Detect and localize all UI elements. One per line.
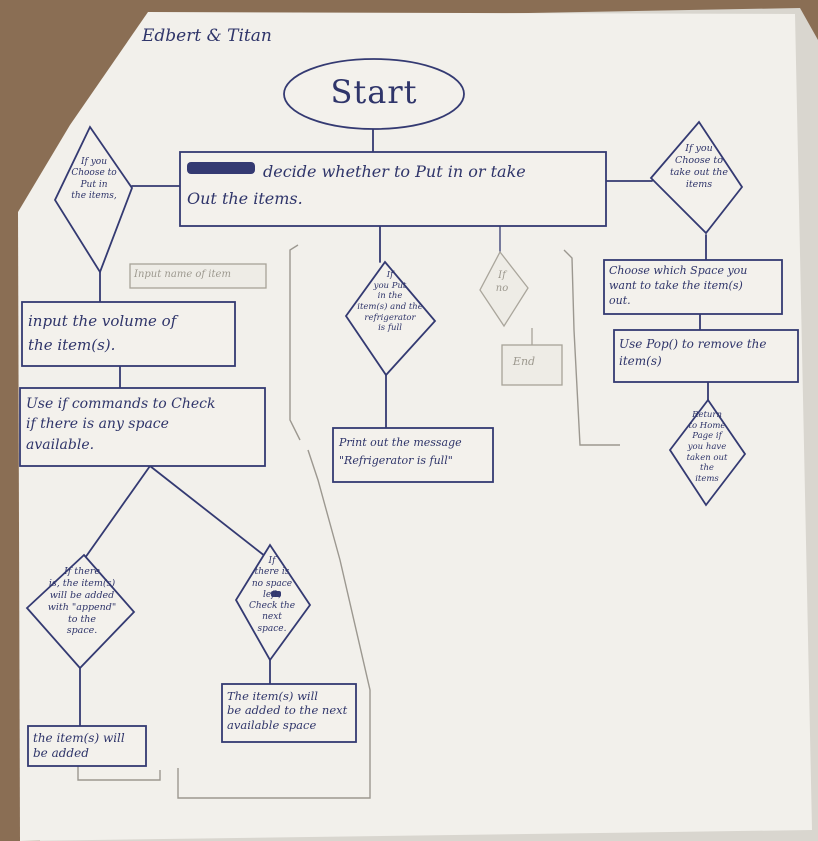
end-box [501, 344, 563, 386]
start-oval [283, 58, 465, 130]
if-no-space-label: If there is no space left, Check the nex… [248, 556, 296, 634]
if-no-space-diamond [234, 543, 312, 662]
full-diamond-label: If you Put in the item(s) and the refrig… [357, 270, 423, 334]
print-full-box [332, 427, 494, 483]
pencil-return-loops [77, 244, 620, 799]
added-next-box [221, 683, 357, 743]
decide-label: decide whether to Put in or take Out the… [187, 162, 526, 209]
end-label: End [512, 355, 536, 368]
if-space-label: If there is, the item(s) will be added w… [47, 566, 117, 637]
return-diamond-label: Return to Home Page if you have taken ou… [686, 410, 728, 484]
if-no-diamond [479, 250, 529, 328]
full-diamond [344, 260, 437, 377]
authors-signature: Edbert & Titan [142, 26, 272, 46]
print-full-label: Print out the message "Refrigerator is f… [339, 436, 462, 467]
if-no-label: If no [495, 270, 509, 294]
right-diamond [649, 120, 744, 235]
left-diamond-label: If you Choose to Put in the items, [71, 157, 117, 201]
connector-lines [79, 127, 709, 727]
use-if-box [19, 387, 266, 467]
added-label: the item(s) will be added [33, 731, 125, 760]
right-diamond-label: If you Choose to take out the items [669, 143, 729, 190]
use-pop-label: Use Pop() to remove the item(s) [619, 337, 767, 368]
input-volume-box [21, 301, 236, 367]
choose-space-box [603, 259, 783, 315]
choose-space-label: Choose which Space you want to take the … [609, 264, 748, 307]
start-label: Start [330, 73, 418, 111]
input-volume-label: input the volume of the item(s). [28, 312, 177, 354]
left-diamond [53, 125, 134, 275]
added-next-label: The item(s) will be added to the next av… [227, 689, 348, 732]
ghost-label-box [129, 263, 267, 289]
use-if-label: Use if commands to Check if there is any… [26, 396, 216, 453]
ghost-label-text: Input name of item [134, 269, 231, 280]
added-box [27, 725, 147, 767]
scribble-out [187, 162, 281, 597]
use-pop-box [613, 329, 799, 383]
return-diamond [668, 398, 747, 507]
if-space-diamond [25, 553, 136, 670]
